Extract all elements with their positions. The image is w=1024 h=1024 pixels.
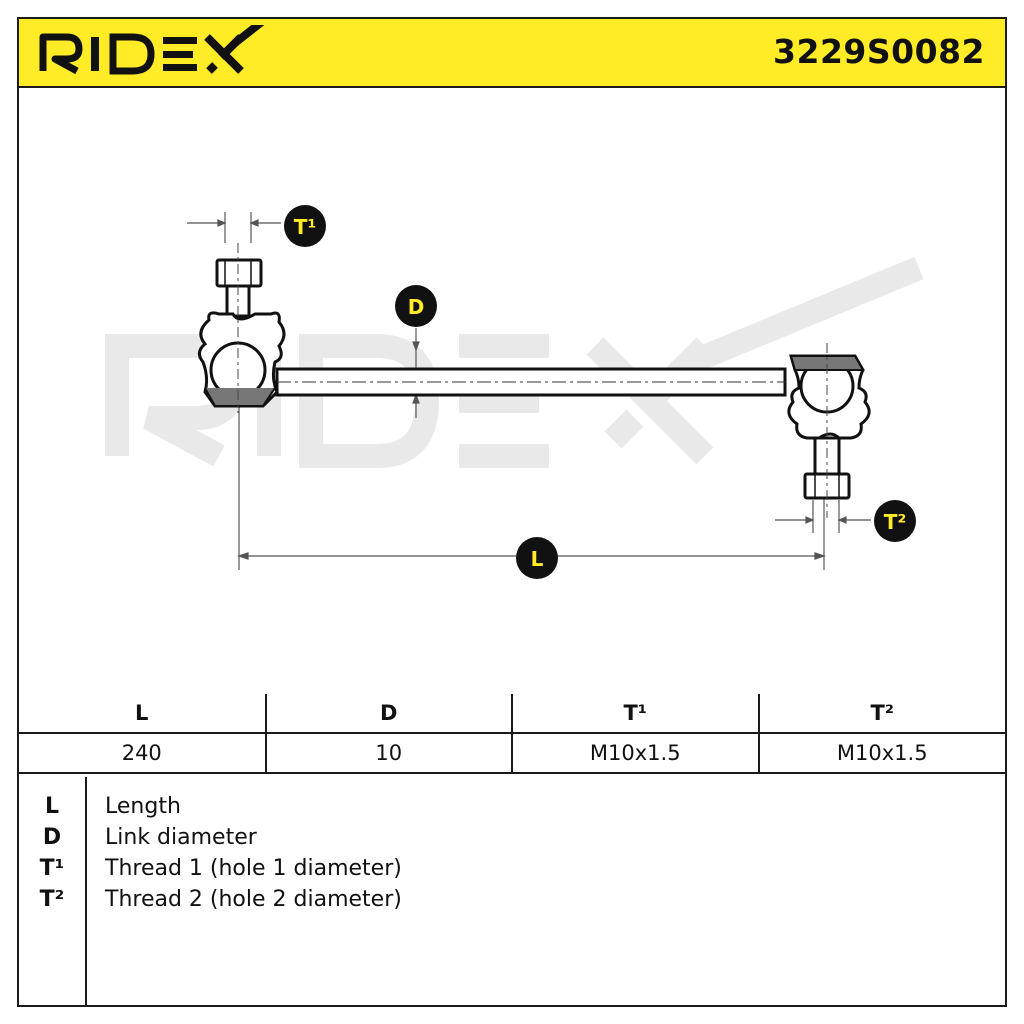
spec-value-t1: M10x1.5 (511, 732, 760, 774)
legend-text: Link diameter (105, 825, 257, 850)
svg-text:T¹: T¹ (294, 215, 316, 239)
spec-header-t1: T¹ (511, 694, 760, 734)
spec-table-value-row: 240 10 M10x1.5 M10x1.5 (19, 732, 1005, 774)
part-number: 3229S0082 (773, 32, 985, 71)
spec-value-l: 240 (19, 732, 267, 774)
spec-table-header-row: L D T¹ T² (19, 694, 1005, 734)
legend-text: Length (105, 794, 181, 819)
technical-drawing: T¹ D L T² (19, 88, 1005, 694)
right-ball-joint (787, 343, 871, 518)
brand-logo (37, 17, 277, 83)
legend-key: L (44, 794, 60, 819)
legend-item: D Link diameter (19, 822, 1005, 853)
spec-header-t2: T² (757, 694, 1005, 734)
spec-value-d: 10 (264, 732, 513, 774)
spec-header-l: L (19, 694, 267, 734)
ridex-logo-icon (39, 17, 266, 75)
l-badge: L (516, 537, 558, 579)
link-rod (275, 367, 787, 397)
svg-text:L: L (531, 547, 544, 571)
legend-key: T¹ (39, 856, 65, 881)
legend-divider (85, 777, 87, 1005)
svg-text:T²: T² (884, 510, 906, 534)
left-ball-joint (198, 243, 286, 413)
legend-key: D (42, 825, 62, 850)
svg-text:D: D (408, 295, 425, 319)
legend-item: L Length (19, 791, 1005, 822)
legend-key: T² (39, 887, 65, 912)
t2-badge: T² (874, 500, 916, 542)
legend-item: T² Thread 2 (hole 2 diameter) (19, 884, 1005, 915)
legend-text: Thread 1 (hole 1 diameter) (105, 856, 402, 881)
legend-text: Thread 2 (hole 2 diameter) (105, 887, 402, 912)
d-badge: D (395, 285, 437, 327)
spec-table: L D T¹ T² 240 10 M10x1.5 M10x1.5 (19, 694, 1005, 774)
spec-value-t2: M10x1.5 (757, 732, 1005, 774)
t1-badge: T¹ (284, 205, 326, 247)
datasheet: 3229S0082 (17, 17, 1007, 1007)
header-bar: 3229S0082 (19, 17, 1005, 88)
spec-header-d: D (264, 694, 513, 734)
legend-item: T¹ Thread 1 (hole 1 diameter) (19, 853, 1005, 884)
stabiliser-link-drawing: T¹ D L T² (105, 205, 924, 579)
legend: L Length D Link diameter T¹ Thread 1 (ho… (19, 777, 1005, 1005)
